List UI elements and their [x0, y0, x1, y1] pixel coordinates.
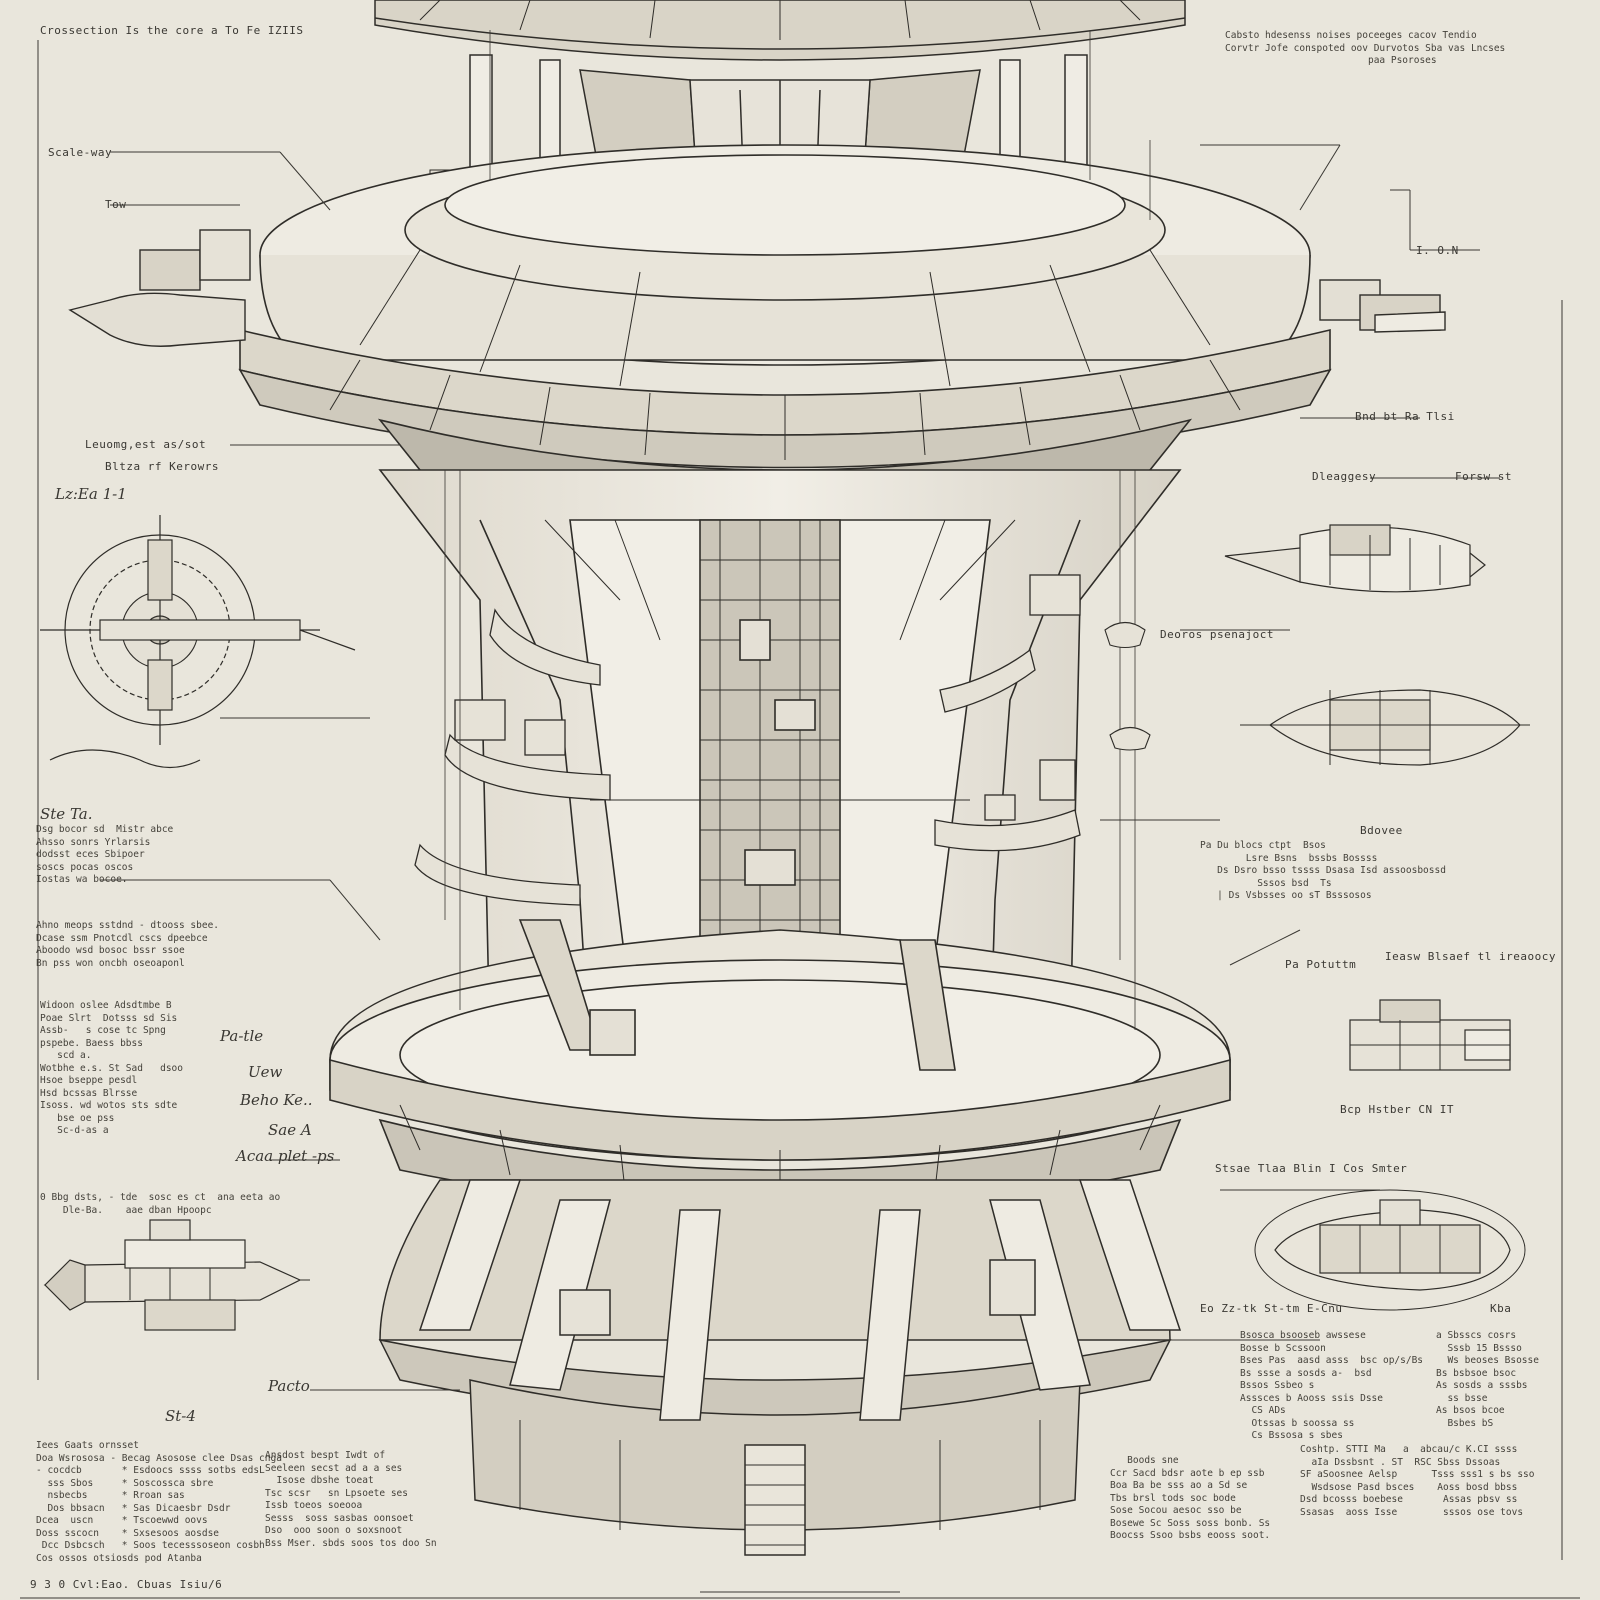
right-mark-c: Dleaggesy — [1312, 470, 1377, 483]
left-mark-f: Ste Ta. — [40, 805, 93, 823]
right-mark-b: Bnd bt Ra Tlsi — [1355, 410, 1455, 423]
bottom-right-notes-1: Boods sne Ccr Sacd bdsr aote b ep ssb Bo… — [1110, 1455, 1271, 1541]
right-mark-a: I. O.N — [1416, 244, 1459, 257]
right-mark-h: Ieasw Blsaef tl ireaoocy — [1385, 950, 1556, 963]
upper-dome — [238, 144, 1332, 516]
left-mark-d: Lz:Ea 1-1 — [55, 485, 127, 503]
bottom-right-notes-2: Coshtp. STTI Ma a abcau/c K.CI ssss aIa … — [1300, 1444, 1535, 1518]
dome-side-pods — [68, 229, 1446, 347]
hand-label-d: Sae A — [268, 1121, 312, 1139]
detail-ring-left — [40, 515, 356, 769]
left-mark-b: Tow — [105, 198, 127, 211]
top-ring — [374, 0, 1186, 61]
lower-deck — [329, 919, 1231, 1211]
bottom-left-corner-label: 9 3 0 Cvl:Eao. Cbuas Isiu/6 — [30, 1578, 223, 1591]
left-notes-2: Ahno meops sstdnd - dtooss sbee. Dcase s… — [36, 920, 220, 969]
ship-right-4 — [1254, 1189, 1526, 1311]
hand-label-g: St-4 — [165, 1407, 196, 1425]
top-right-notes: Cabsto hdesenss noises poceeges cacov Te… — [1225, 30, 1506, 66]
hand-label-b: Uew — [248, 1063, 283, 1081]
right-mark-e: Deoros psenajoct — [1160, 628, 1274, 641]
right-notes-block-2: a Sbsscs cosrs Sssb 15 Bssso Ws beoses B… — [1436, 1330, 1539, 1429]
left-mark-e: Bltza rf Kerowrs — [105, 460, 219, 473]
scale-label: Scale-way — [48, 146, 113, 159]
ship-right-1 — [1224, 524, 1486, 593]
right-mark-k: Kba — [1490, 1302, 1512, 1315]
left-notes-3: Widoon oslee Adsdtmbe B Poae Slrt Dotsss… — [40, 1000, 183, 1136]
left-notes-1: Dsg bocor sd Mistr abce Ahsso sonrs Yrla… — [36, 824, 174, 885]
right-mark-d: Forsw st — [1455, 470, 1512, 483]
ship-right-3 — [1349, 999, 1511, 1071]
right-notes-mid: Pa Du blocs ctpt Bsos Lsre Bsns bssbs Bo… — [1200, 840, 1446, 901]
hand-label-c: Beho Ke.. — [240, 1091, 313, 1109]
hand-label-f: Pacto — [268, 1377, 310, 1395]
spiral-walkways — [414, 574, 1081, 906]
ship-left-bottom — [43, 1219, 310, 1331]
ship-right-2 — [1240, 689, 1530, 766]
right-mark-l: Eo Zz-tk St-tm E-Cnu — [1200, 1302, 1343, 1315]
right-notes-block-1: Bsosca bsooseb awssese Bosse b Scssoon B… — [1240, 1330, 1424, 1441]
left-notes-4: 0 Bbg dsts, - tde sosc es ct ana eeta ao… — [40, 1192, 281, 1216]
right-mark-i: Bcp Hstber CN IT — [1340, 1103, 1454, 1116]
left-mark-c: Leuomg,est as/sot — [85, 438, 207, 451]
right-mark-g: Pa Potuttm — [1285, 958, 1357, 971]
hand-label-a: Pa-tle — [220, 1027, 264, 1045]
small-pods — [1104, 621, 1151, 751]
bottom-left-notes: Iees Gaats ornsset Doa Wsrososa - Becag … — [36, 1440, 282, 1564]
hand-label-e: Acaa plet -ps — [236, 1147, 335, 1165]
right-mark-f: Bdovee — [1360, 824, 1403, 837]
bottom-center-notes: Ansdost bespt Iwdt of Seeleen secst ad a… — [265, 1450, 437, 1549]
sheet-border — [20, 40, 1580, 1599]
right-mark-j: Stsae Tlaa Blin I Cos Smter — [1215, 1162, 1408, 1175]
base-legs — [378, 1179, 1182, 1556]
top-left-heading: Crossection Is the core a To Fe IZIIS — [40, 24, 304, 37]
